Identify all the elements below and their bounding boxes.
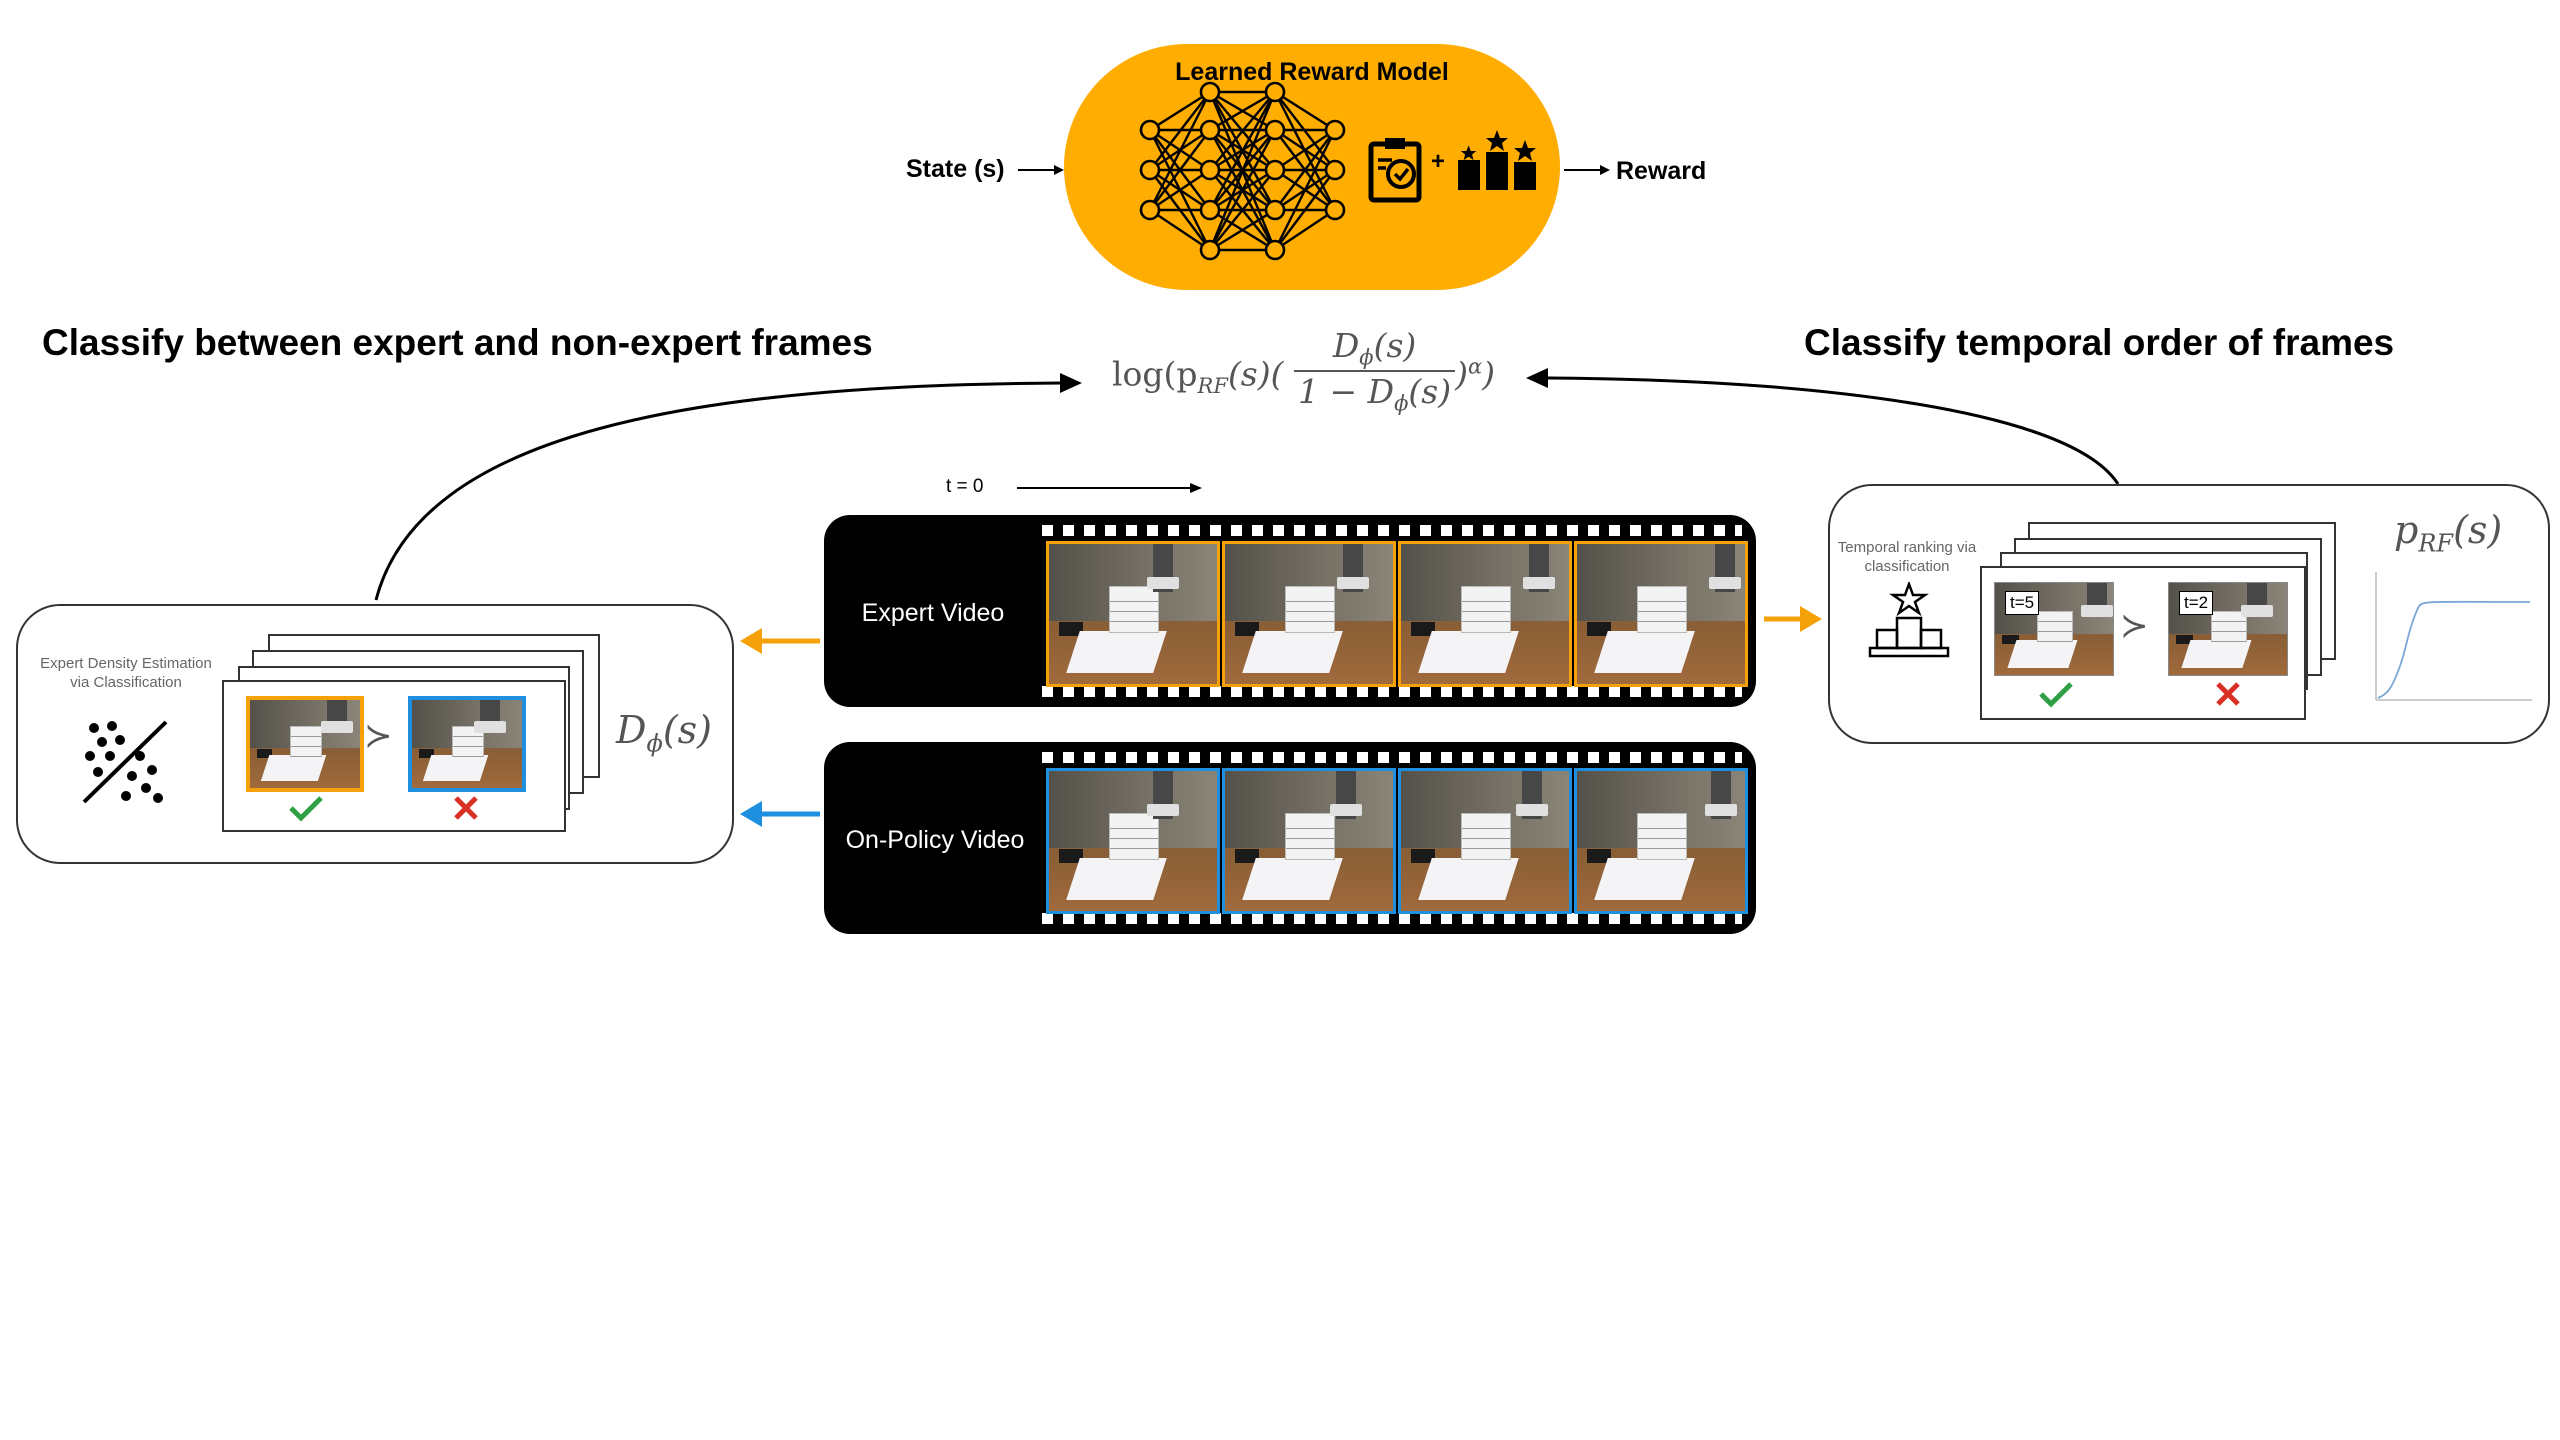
network-node xyxy=(1324,159,1346,181)
network-edge xyxy=(1148,91,1212,211)
network-node xyxy=(1139,159,1161,181)
network-edge xyxy=(1274,129,1336,211)
scatter-classifier-icon xyxy=(82,720,168,804)
earlier-frame-thumbnail: t=2 xyxy=(2168,582,2288,676)
expert-frame xyxy=(1046,541,1220,687)
network-edge xyxy=(1209,169,1276,251)
left-heading: Classify between expert and non-expert f… xyxy=(42,322,873,363)
earlier-time-tag: t=2 xyxy=(2179,591,2214,615)
expert-thumbnail xyxy=(246,696,364,792)
timeline-label: t = 0 xyxy=(946,476,984,497)
check-icon xyxy=(289,796,323,822)
reward-formula: log(pRF(s)( Dϕ(s) 1 − Dϕ(s) )α) xyxy=(1112,326,1496,416)
ranking-prefer-sign: ≻ xyxy=(2120,606,2149,646)
policy-thumbnail xyxy=(408,696,526,792)
expert-video-label: Expert Video xyxy=(861,599,1005,627)
reward-model-title: Learned Reward Model xyxy=(1175,58,1449,86)
network-edge xyxy=(1149,169,1211,211)
network-node xyxy=(1199,239,1221,261)
network-node xyxy=(1264,119,1286,141)
policy-video-strip: On-Policy Video xyxy=(824,742,1756,934)
cross-icon xyxy=(454,796,478,820)
network-node xyxy=(1264,239,1286,261)
policy-frame xyxy=(1398,768,1572,914)
state-input-arrow xyxy=(1018,165,1064,175)
expert-frame xyxy=(1574,541,1748,687)
network-node xyxy=(1264,159,1286,181)
network-edge xyxy=(1274,90,1336,132)
network-edge xyxy=(1149,129,1211,211)
network-node xyxy=(1199,119,1221,141)
network-edge xyxy=(1274,209,1336,251)
plus-sign: + xyxy=(1431,148,1446,175)
network-node xyxy=(1199,159,1221,181)
right-heading: Classify temporal order of frames xyxy=(1804,322,2395,363)
network-node xyxy=(1139,119,1161,141)
ranking-podium-icon xyxy=(1458,130,1536,190)
policy-frame xyxy=(1046,768,1220,914)
prefer-sign: ≻ xyxy=(364,716,393,756)
network-edge xyxy=(1149,91,1211,171)
network-edge xyxy=(1274,169,1336,251)
progress-symbol: pRF(s) xyxy=(2394,508,2503,558)
network-node xyxy=(1324,199,1346,221)
later-time-tag: t=5 xyxy=(2005,591,2040,615)
cross-icon xyxy=(2216,682,2240,706)
network-node xyxy=(1264,81,1286,103)
network-node xyxy=(1139,199,1161,221)
reward-output-label: Reward xyxy=(1616,157,1707,185)
clipboard-gear-icon xyxy=(1368,138,1422,203)
network-edge xyxy=(1208,91,1277,251)
policy-video-label: On-Policy Video xyxy=(845,826,1025,854)
state-input-label: State (s) xyxy=(906,155,1005,183)
expert-frame xyxy=(1398,541,1572,687)
network-edge xyxy=(1149,90,1211,132)
policy-frame xyxy=(1222,768,1396,914)
ranking-card: t=5 ≻ t=2 xyxy=(1980,566,2306,720)
policy-frame xyxy=(1574,768,1748,914)
network-node xyxy=(1264,199,1286,221)
network-edge xyxy=(1273,129,1337,251)
expert-frame xyxy=(1222,541,1396,687)
network-edge xyxy=(1208,129,1277,251)
network-edge xyxy=(1209,90,1276,132)
progress-curve-plot xyxy=(2375,572,2532,701)
network-node xyxy=(1199,199,1221,221)
later-frame-thumbnail: t=5 xyxy=(1994,582,2114,676)
network-edge xyxy=(1149,209,1211,251)
network-edge xyxy=(1209,91,1276,171)
network-node xyxy=(1199,81,1221,103)
neural-network-icon xyxy=(1139,81,1346,261)
network-edge xyxy=(1209,208,1276,252)
reward-output-arrow xyxy=(1564,165,1610,175)
podium-star-icon xyxy=(1868,582,1950,658)
density-symbol: Dϕ(s) xyxy=(616,708,712,758)
comparison-card: ≻ xyxy=(222,680,566,832)
network-node xyxy=(1324,119,1346,141)
network-edge xyxy=(1274,129,1336,171)
expert-video-strip: Expert Video xyxy=(824,515,1756,707)
network-edge xyxy=(1208,91,1277,211)
check-icon xyxy=(2039,682,2073,708)
